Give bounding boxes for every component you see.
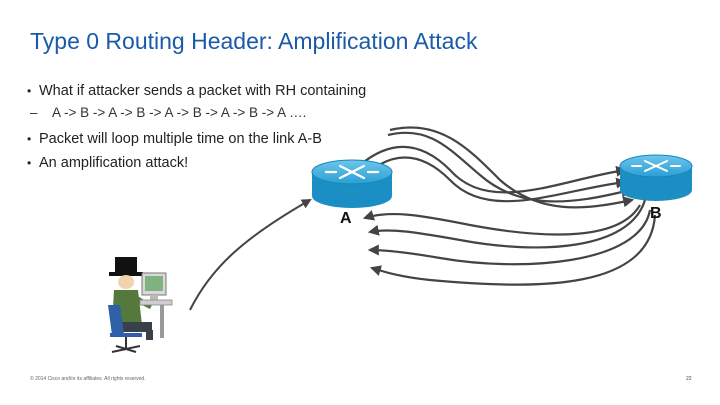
page-number: 22 <box>686 376 692 382</box>
sub-bullet-item: –A -> B -> A -> B -> A -> B -> A -> B ->… <box>30 105 306 120</box>
footer-copyright: © 2014 Cisco and/or its affiliates. All … <box>30 376 146 382</box>
bullet-glyph: • <box>27 156 32 170</box>
bullet-item: • Packet will loop multiple time on the l… <box>27 131 322 147</box>
router-b-label: B <box>650 205 662 222</box>
loop-line <box>362 204 641 236</box>
router-a-icon <box>311 159 393 208</box>
sub-bullet-text: A -> B -> A -> B -> A -> B -> A -> B -> … <box>52 105 307 120</box>
slide-title: Type 0 Routing Header: Amplification Att… <box>30 28 478 54</box>
sub-bullet-glyph: – <box>30 105 38 120</box>
loop-line <box>387 131 633 203</box>
bullet-text: What if attacker sends a packet with RH … <box>39 83 367 99</box>
bullet-glyph: • <box>27 84 32 98</box>
loop-line <box>389 126 635 209</box>
bullet-text: An amplification attack! <box>39 155 189 171</box>
attack-path-line <box>189 199 312 311</box>
loop-line <box>367 199 647 249</box>
loop-line <box>359 145 628 194</box>
bullet-item: • What if attacker sends a packet with RH… <box>27 83 366 99</box>
router-a-label: A <box>340 210 352 227</box>
bullet-glyph: • <box>27 132 32 146</box>
loop-lines <box>359 126 657 286</box>
computer-icon <box>139 272 173 338</box>
bullet-text: Packet will loop multiple time on the li… <box>39 131 322 147</box>
loop-line <box>359 156 628 203</box>
bullet-item: • An amplification attack! <box>27 155 188 171</box>
attacker-icon <box>108 257 153 353</box>
router-b-icon <box>619 154 693 201</box>
loop-line <box>369 214 657 286</box>
loop-line <box>367 209 652 266</box>
